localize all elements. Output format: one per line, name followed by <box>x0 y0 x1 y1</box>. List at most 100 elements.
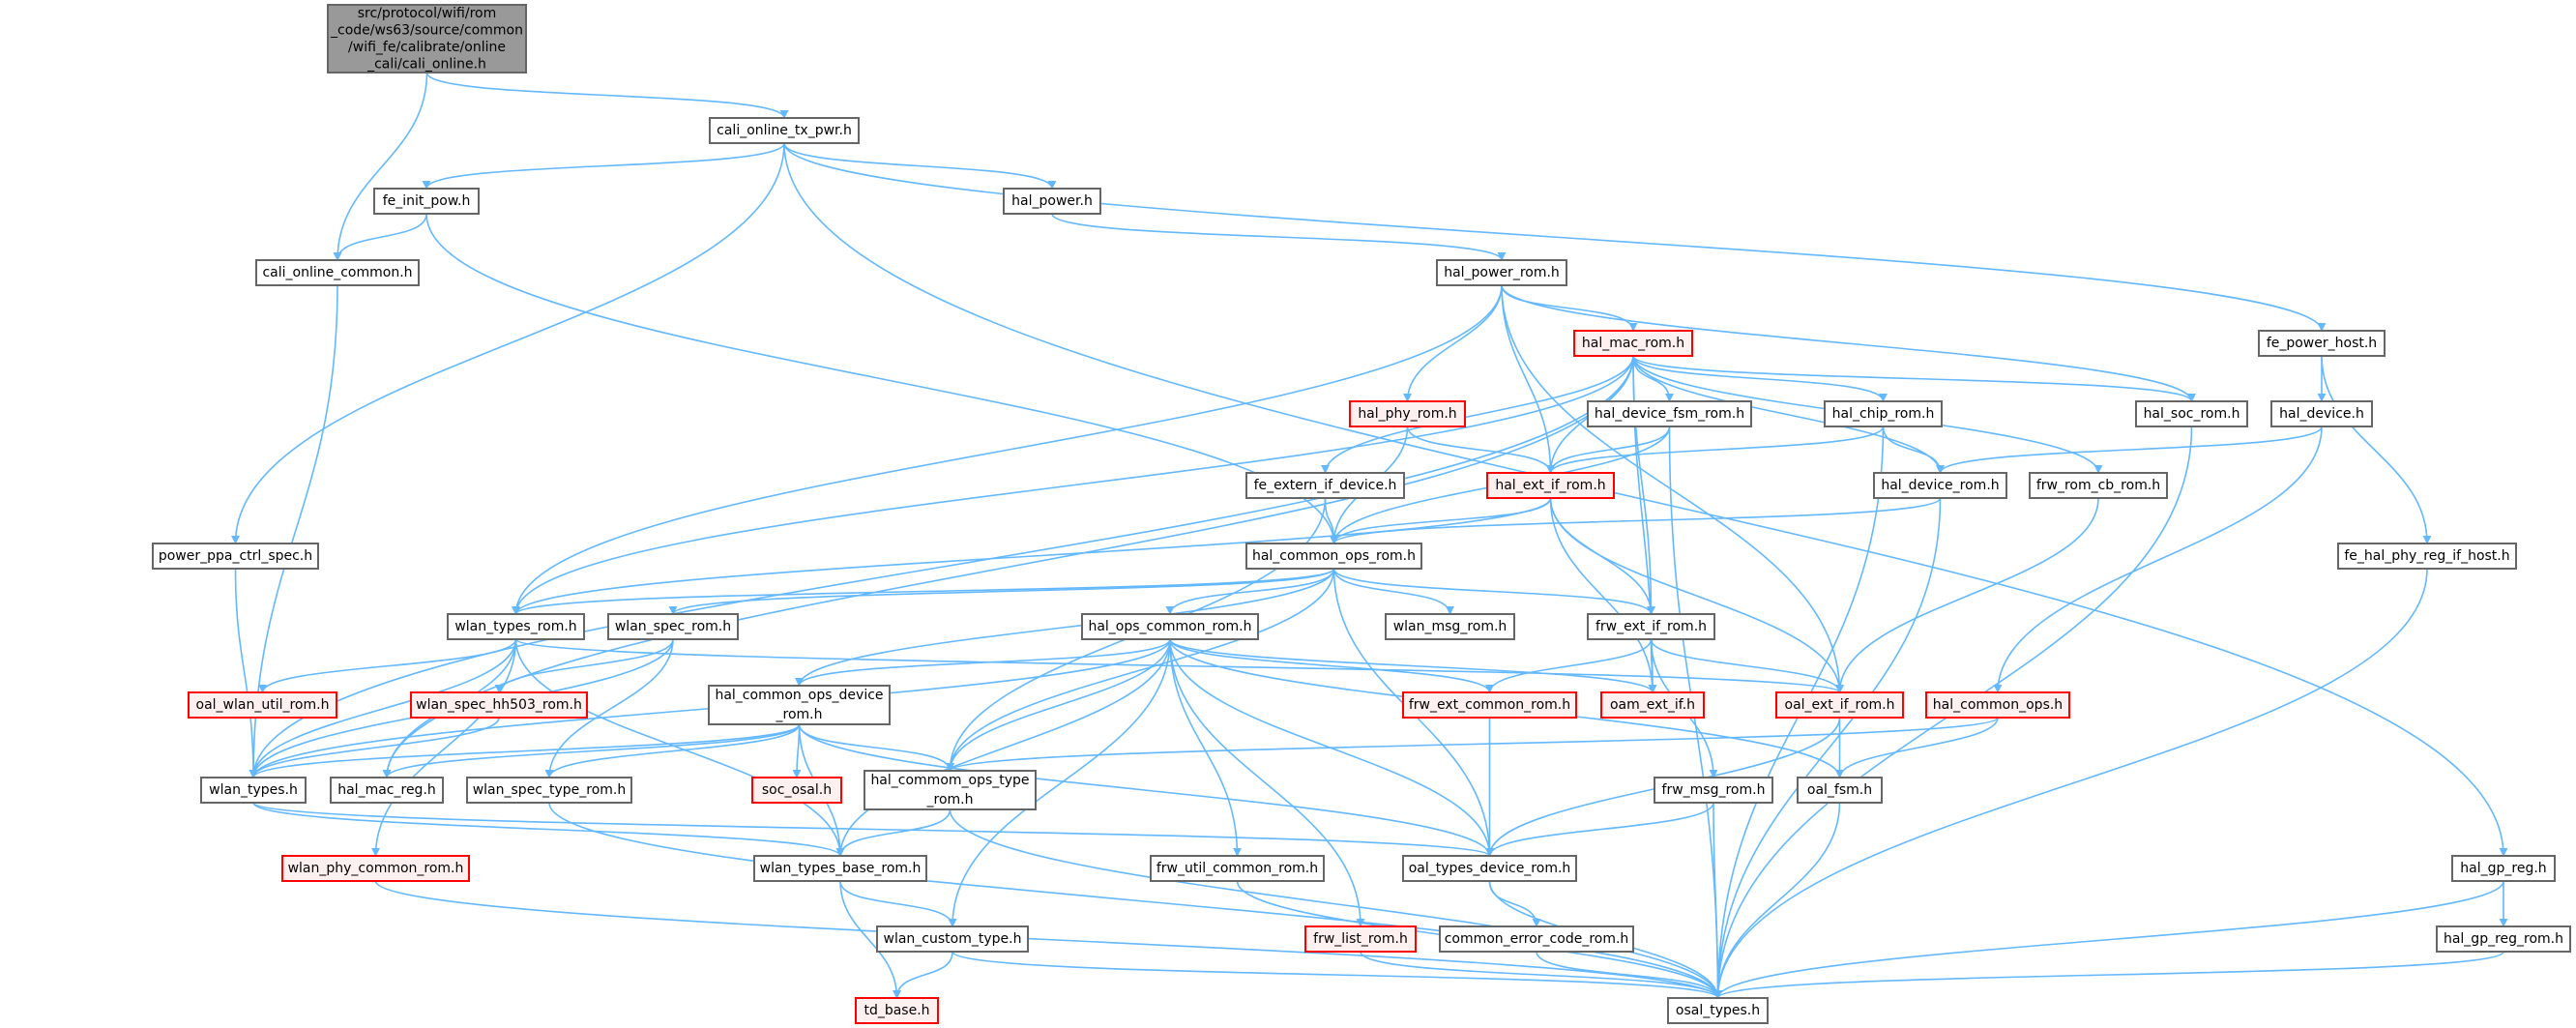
node-box <box>1245 472 1405 499</box>
node-label: wlan_custom_type.h <box>884 931 1022 947</box>
edge-hal-device-to-hal-common-ops <box>1993 426 2323 693</box>
node-wlan-types-rom[interactable]: wlan_types_rom.h <box>447 613 585 640</box>
edge-hal-mac-rom-to-frw-ext-if-rom <box>1632 355 1655 615</box>
node-td-base[interactable]: td_base.h <box>855 997 939 1024</box>
node-frw-msg-rom[interactable]: frw_msg_rom.h <box>1654 777 1773 804</box>
node-wlan-spec-type-rom[interactable]: wlan_spec_type_rom.h <box>466 777 632 804</box>
node-fe-extern-if-device[interactable]: fe_extern_if_device.h <box>1245 472 1405 499</box>
node-frw-ext-common-rom[interactable]: frw_ext_common_rom.h <box>1402 691 1577 719</box>
node-box <box>1436 259 1567 286</box>
edge-wlan-types-rom-to-wlan-phy-common-rom <box>371 638 517 857</box>
node-hal-ext-if-rom[interactable]: hal_ext_if_rom.h <box>1486 472 1615 499</box>
node-hal-common-ops-rom[interactable]: hal_common_ops_rom.h <box>1245 543 1422 570</box>
node-frw-list-rom[interactable]: frw_list_rom.h <box>1304 925 1417 953</box>
node-hal-soc-rom[interactable]: hal_soc_rom.h <box>2135 400 2248 427</box>
node-hal-phy-rom[interactable]: hal_phy_rom.h <box>1349 400 1466 427</box>
edge-hal-commom-ops-type-rom-to-osal-types <box>949 808 1722 999</box>
edge-hal-common-ops-rom-to-wlan-spec-rom <box>668 568 1335 615</box>
edge-wlan-types-rom-to-wlan-types <box>249 638 517 778</box>
node-label: cali_online_tx_pwr.h <box>717 123 852 138</box>
node-fe-hal-phy-reg-if-host[interactable]: fe_hal_phy_reg_if_host.h <box>2337 543 2517 570</box>
edge-hal-gp-reg-to-osal-types <box>1713 880 2504 999</box>
node-box <box>1600 691 1705 719</box>
edge-hal-power-rom-to-wlan-types-rom <box>512 284 1503 615</box>
node-box <box>864 770 1037 810</box>
edge-fe-power-host-to-fe-hal-phy-reg-if-host <box>2321 355 2432 544</box>
node-common-error-code-rom[interactable]: common_error_code_rom.h <box>1439 925 1634 953</box>
node-hal-gp-reg-rom[interactable]: hal_gp_reg_rom.h <box>2436 925 2571 953</box>
node-hal-commom-ops-type-rom[interactable]: hal_commom_ops_type_rom.h <box>864 770 1037 810</box>
node-wlan-types-base-rom[interactable]: wlan_types_base_rom.h <box>753 855 927 882</box>
node-root[interactable]: src/protocol/wifi/rom_code/ws63/source/c… <box>327 4 527 73</box>
edge-hal-mac-rom-to-wlan-types-rom <box>512 355 1634 615</box>
node-box <box>1003 188 1101 215</box>
node-oam-ext-if[interactable]: oam_ext_if.h <box>1600 691 1705 719</box>
node-hal-gp-reg[interactable]: hal_gp_reg.h <box>2451 855 2556 882</box>
edge-hal-device-fsm-rom-to-hal-ext-if-rom <box>1546 426 1671 474</box>
node-box <box>410 691 588 719</box>
node-hal-power[interactable]: hal_power.h <box>1003 188 1101 215</box>
node-box <box>1150 855 1325 882</box>
node-box <box>2135 400 2248 427</box>
edge-frw-msg-rom-to-osal-types <box>1712 802 1722 999</box>
node-fe-init-pow[interactable]: fe_init_pow.h <box>373 188 480 215</box>
edge-hal-common-ops-rom-to-hal-commom-ops-type-rom <box>946 568 1335 772</box>
node-wlan-custom-type[interactable]: wlan_custom_type.h <box>876 925 1029 953</box>
node-box <box>1667 997 1769 1024</box>
node-soc-osal[interactable]: soc_osal.h <box>751 777 842 804</box>
node-wlan-spec-hh503-rom[interactable]: wlan_spec_hh503_rom.h <box>410 691 588 719</box>
edge-hal-mac-rom-to-wlan-types <box>249 355 1634 778</box>
node-wlan-types[interactable]: wlan_types.h <box>200 777 307 804</box>
edge-hal-chip-rom-to-hal-ext-if-rom <box>1546 426 1885 474</box>
node-oal-fsm[interactable]: oal_fsm.h <box>1797 777 1883 804</box>
node-box <box>1797 777 1883 804</box>
node-label: wlan_spec_type_rom.h <box>473 782 627 798</box>
node-label: common_error_code_rom.h <box>1445 931 1629 947</box>
edge-hal-common-ops-device-rom-to-wlan-spec-type-rom <box>544 723 801 778</box>
node-frw-ext-if-rom[interactable]: frw_ext_if_rom.h <box>1587 613 1715 640</box>
node-box <box>152 543 319 570</box>
node-box <box>2258 330 2386 357</box>
edge-frw-rom-cb-rom-to-oal-ext-if-rom <box>1835 497 2099 693</box>
edge-oal-types-device-rom-to-common-error-code-rom <box>1488 880 1541 927</box>
node-hal-ops-common-rom[interactable]: hal_ops_common_rom.h <box>1081 613 1259 640</box>
edge-hal-common-ops-device-rom-to-hal-mac-reg <box>382 723 801 778</box>
node-wlan-msg-rom[interactable]: wlan_msg_rom.h <box>1385 613 1515 640</box>
node-frw-rom-cb-rom[interactable]: frw_rom_cb_rom.h <box>2029 472 2168 499</box>
node-label: fe_power_host.h <box>2267 336 2377 351</box>
node-oal-types-device-rom[interactable]: oal_types_device_rom.h <box>1402 855 1577 882</box>
edge-hal-common-ops-rom-to-hal-common-ops-device-rom <box>795 568 1335 687</box>
node-box <box>2270 400 2373 427</box>
node-box <box>255 259 420 286</box>
node-hal-device-fsm-rom[interactable]: hal_device_fsm_rom.h <box>1587 400 1752 427</box>
node-oal-wlan-util-rom[interactable]: oal_wlan_util_rom.h <box>188 691 337 719</box>
edge-hal-common-ops-device-rom-to-hal-commom-ops-type-rom <box>798 723 954 772</box>
node-hal-mac-rom[interactable]: hal_mac_rom.h <box>1573 330 1693 357</box>
edge-hal-common-ops-device-rom-to-wlan-types <box>249 723 801 778</box>
node-oal-ext-if-rom[interactable]: oal_ext_if_rom.h <box>1775 691 1904 719</box>
node-hal-chip-rom[interactable]: hal_chip_rom.h <box>1824 400 1943 427</box>
node-hal-mac-reg[interactable]: hal_mac_reg.h <box>330 777 444 804</box>
node-frw-util-common-rom[interactable]: frw_util_common_rom.h <box>1150 855 1325 882</box>
node-wlan-phy-common-rom[interactable]: wlan_phy_common_rom.h <box>281 855 470 882</box>
node-hal-common-ops[interactable]: hal_common_ops.h <box>1925 691 2070 719</box>
node-hal-device-rom[interactable]: hal_device_rom.h <box>1873 472 2007 499</box>
node-cali-online-common[interactable]: cali_online_common.h <box>255 259 420 286</box>
node-hal-common-ops-device-rom[interactable]: hal_common_ops_device_rom.h <box>708 685 891 725</box>
edge-hal-ops-common-rom-to-hal-commom-ops-type-rom <box>946 638 1171 772</box>
node-label: wlan_phy_common_rom.h <box>288 861 464 876</box>
node-wlan-spec-rom[interactable]: wlan_spec_rom.h <box>607 613 739 640</box>
node-hal-device[interactable]: hal_device.h <box>2270 400 2373 427</box>
node-label: frw_msg_rom.h <box>1662 782 1766 798</box>
node-box <box>466 777 632 804</box>
node-hal-power-rom[interactable]: hal_power_rom.h <box>1436 259 1567 286</box>
node-fe-power-host[interactable]: fe_power_host.h <box>2258 330 2386 357</box>
node-osal-types[interactable]: osal_types.h <box>1667 997 1769 1024</box>
node-box <box>1775 691 1904 719</box>
node-power-ppa-ctrl-spec[interactable]: power_ppa_ctrl_spec.h <box>152 543 319 570</box>
node-box <box>188 691 337 719</box>
node-label: hal_gp_reg.h <box>2460 861 2546 876</box>
node-cali-online-tx-pwr[interactable]: cali_online_tx_pwr.h <box>709 117 860 144</box>
edge-hal-device-rom-to-hal-common-ops-rom <box>1330 497 1942 544</box>
